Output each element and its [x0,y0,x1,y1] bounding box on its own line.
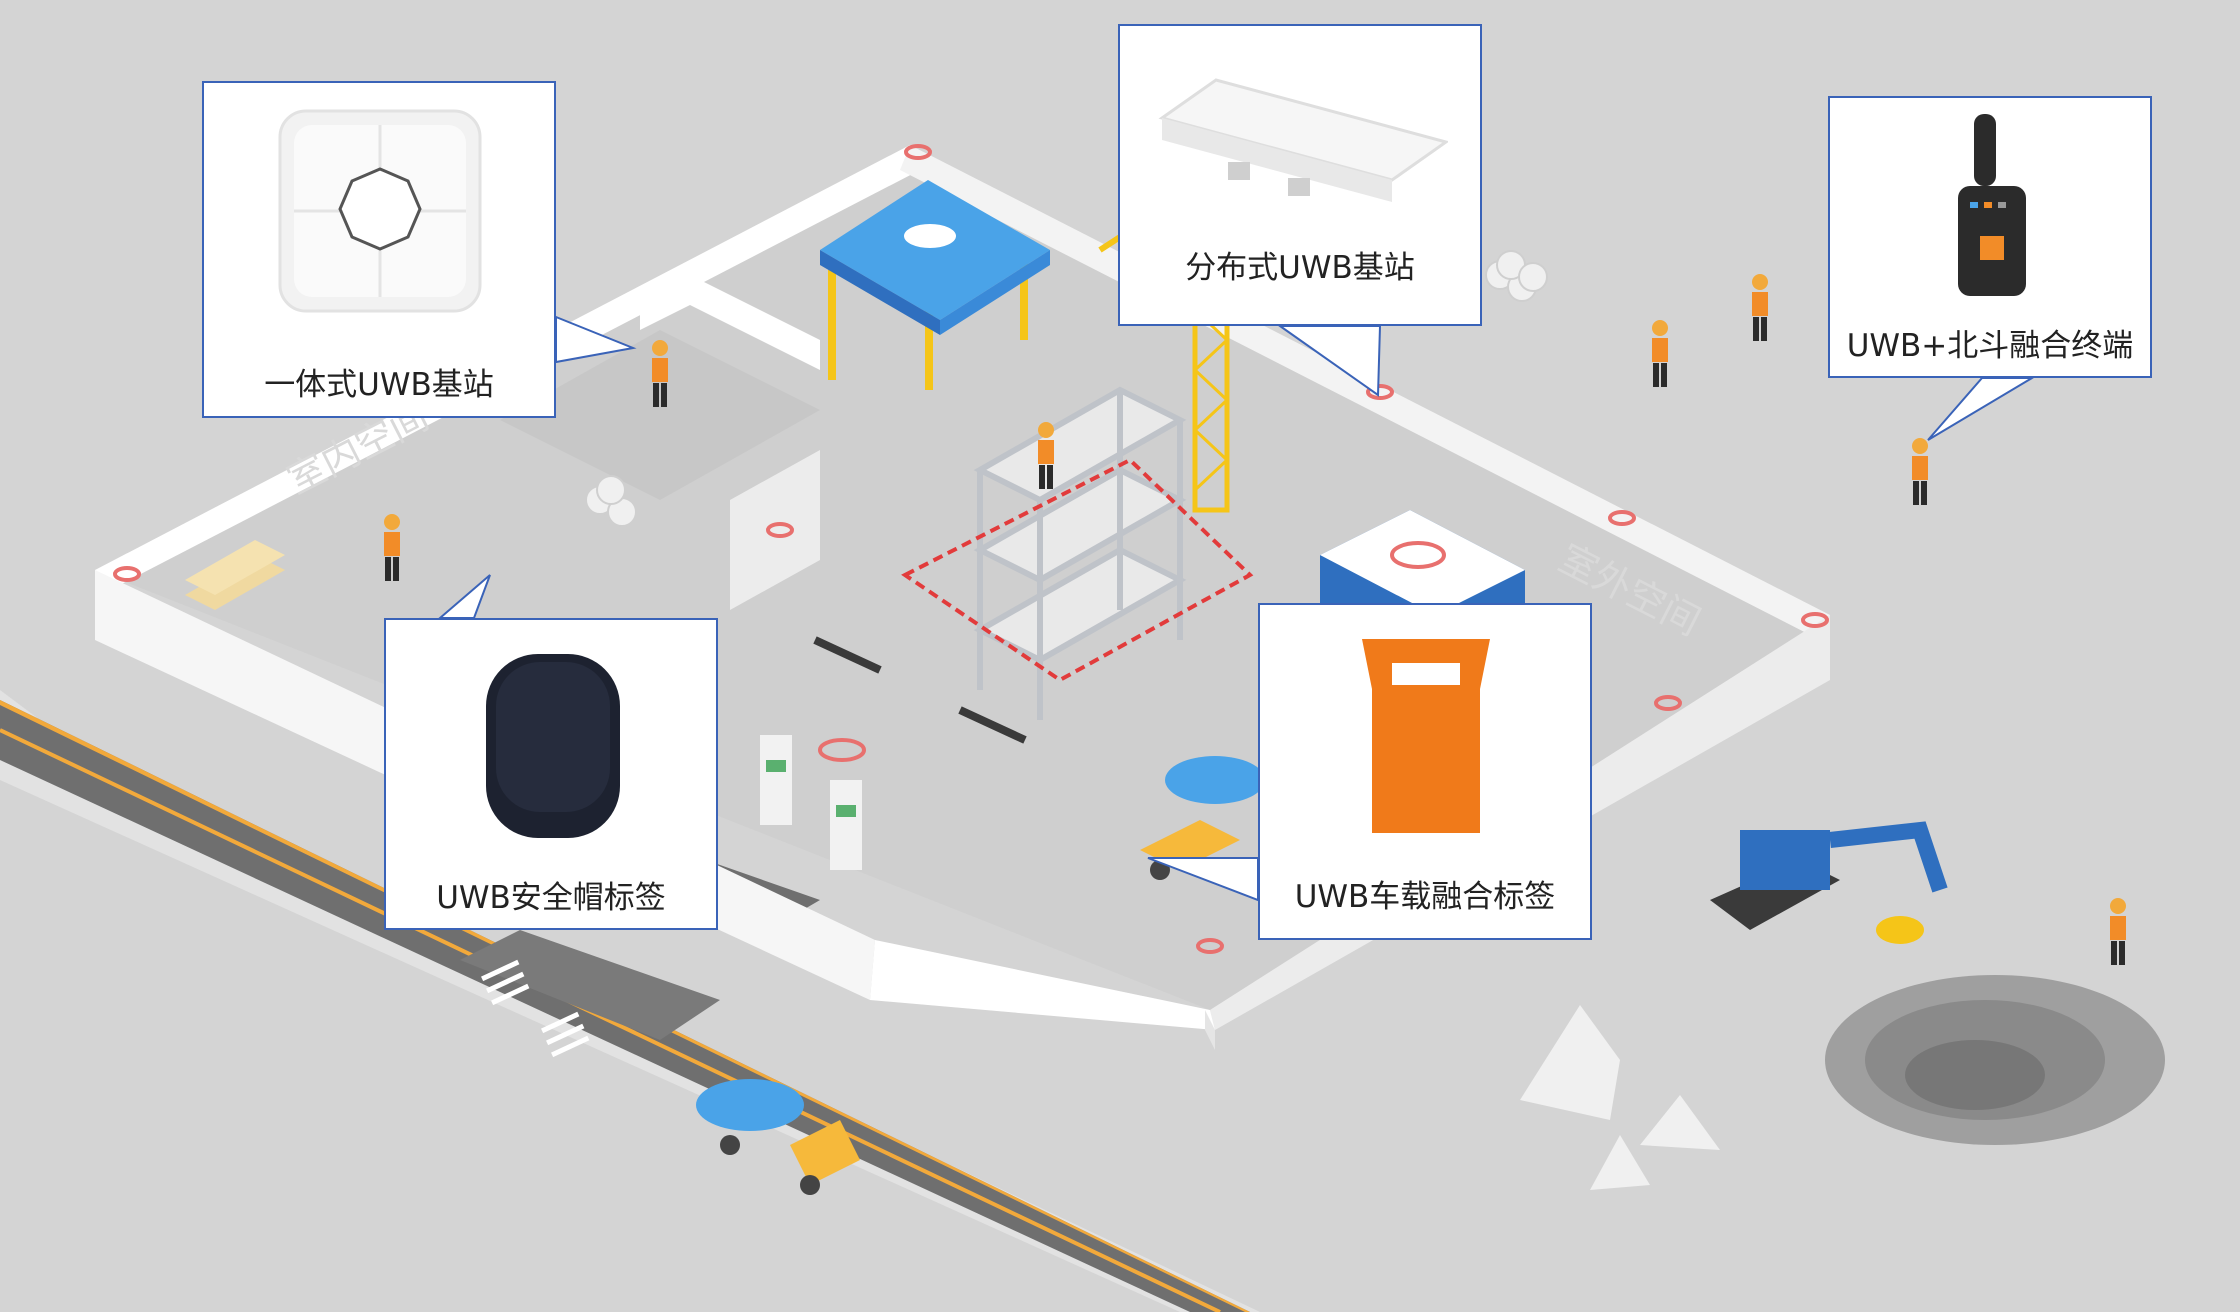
pit [1825,975,2165,1145]
callout-label: UWB安全帽标签 [436,880,666,916]
excavator [1710,821,1948,944]
callout-label: UWB+北斗融合终端 [1846,328,2134,364]
callout-label: 分布式UWB基站 [1185,250,1415,286]
barriers [813,636,1027,744]
worker-icon [1038,422,1054,489]
callout-label: 一体式UWB基站 [264,367,494,403]
worker-icon [652,340,668,407]
distributed-base-station-icon [1158,78,1448,202]
helmet-tag-icon [486,654,620,838]
rocks [1520,1005,1720,1190]
anchor-rings [113,144,1829,954]
callout-label: UWB车载融合标签 [1294,879,1556,915]
workers [384,274,2126,965]
worker-icon [1652,320,1668,387]
worker-icon [2110,898,2126,965]
site-gate [760,735,866,870]
beidou-terminal-icon [1958,114,2026,296]
vehicle-tag-icon [1362,639,1490,833]
callout-distributed-base-station: 分布式UWB基站 [1118,24,1482,326]
callout-integrated-base-station: 一体式UWB基站 [202,81,556,418]
building-frame [973,386,1187,720]
worker-icon [1752,274,1768,341]
worker-icon [384,514,400,581]
pipe-stack [585,250,1548,527]
indoor-room [500,275,820,610]
callout-vehicle-tag: UWB车载融合标签 [1258,603,1592,940]
warning-tape [901,457,1254,683]
worker-icon [1912,438,1928,505]
mixer-truck-road [696,1079,860,1195]
callout-pointers [437,315,2036,902]
integrated-base-station-icon [278,109,482,313]
canopy [820,180,1050,390]
callout-helmet-tag: UWB安全帽标签 [384,618,718,930]
callout-beidou-terminal: UWB+北斗融合终端 [1828,96,2152,378]
wood-stack [185,540,285,610]
